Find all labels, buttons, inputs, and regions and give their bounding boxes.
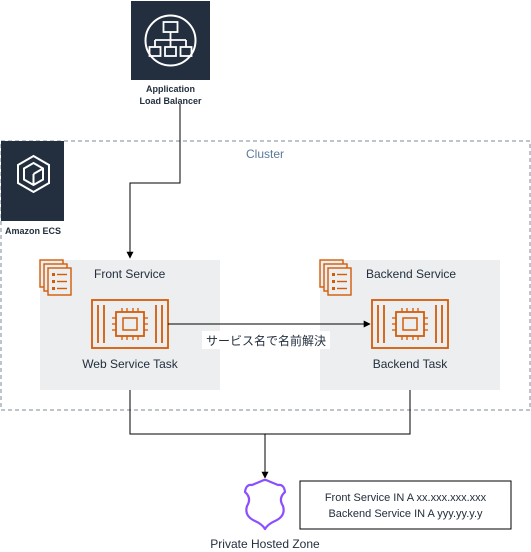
alb-icon xyxy=(131,1,210,80)
ecs-label: Amazon ECS xyxy=(5,226,61,236)
dns-records-box xyxy=(299,480,512,530)
ecs-icon xyxy=(1,141,64,221)
private-hosted-zone-icon xyxy=(243,478,287,531)
backend-service-title: Backend Service xyxy=(366,267,456,281)
backend-task-label: Backend Task xyxy=(373,357,448,371)
services-to-zone-edge xyxy=(129,390,411,435)
alb-to-front-edge xyxy=(126,104,181,259)
dns-record-front: Front Service IN A xx.xxx.xxx.xxx xyxy=(325,492,487,504)
backend-service-icon xyxy=(319,259,352,296)
alb-label-line1: Application xyxy=(146,84,195,94)
dns-record-backend: Backend Service IN A yyy.yy.y.y xyxy=(328,508,483,520)
cluster-label: Cluster xyxy=(246,147,284,161)
edge-label-bg xyxy=(202,331,330,349)
service-discovery-edge-label: サービス名で名前解決 xyxy=(206,333,326,348)
backend-task-icon xyxy=(371,299,449,349)
front-service-icon xyxy=(39,259,72,296)
private-hosted-zone-label: Private Hosted Zone xyxy=(210,537,320,551)
front-service-title: Front Service xyxy=(94,267,166,281)
alb-label-line2: Load Balancer xyxy=(139,96,202,106)
web-service-task-label: Web Service Task xyxy=(82,357,179,371)
web-service-task-icon xyxy=(91,299,169,349)
